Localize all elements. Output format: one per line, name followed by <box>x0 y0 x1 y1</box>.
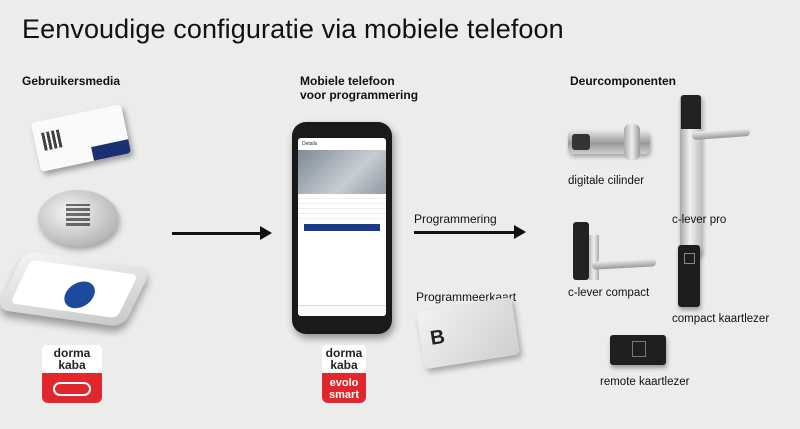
page-title: Eenvoudige configuratie via mobiele tele… <box>22 14 564 44</box>
brand-logo-text: dorma kaba <box>42 345 102 373</box>
c-lever-pro-image <box>680 95 702 255</box>
qr-code-icon <box>41 129 63 151</box>
screen-nav-bar <box>298 305 386 316</box>
caption-remote-reader: remote kaartlezer <box>600 376 690 388</box>
caption-lever-pro: c-lever pro <box>672 214 727 226</box>
heading-phone-line2: voor programmering <box>300 88 419 102</box>
screen-save-button <box>304 224 380 231</box>
app-brand-text: dorma kaba <box>322 345 366 373</box>
programming-card-image: B <box>416 296 520 370</box>
caption-compact-reader: compact kaartlezer <box>672 313 770 325</box>
screen-row <box>298 209 386 214</box>
screen-row <box>298 204 386 209</box>
c-lever-compact-plate <box>589 235 599 280</box>
arrow-programming <box>414 225 526 239</box>
arrow-media-to-phone <box>172 226 272 240</box>
bluetooth-key-icon <box>59 279 100 311</box>
programming-phone-image: Details <box>292 122 392 334</box>
card-stripe <box>91 139 132 161</box>
access-card-image <box>30 103 132 173</box>
fob-qr-icon <box>66 204 90 226</box>
digital-cylinder-image <box>568 124 650 160</box>
screen-row <box>298 199 386 204</box>
heading-phone-line1: Mobiele telefoon <box>300 74 395 88</box>
screen-header: Details <box>302 141 318 147</box>
caption-lever-compact: c-lever compact <box>568 287 650 299</box>
screen-row <box>298 214 386 219</box>
evolo-smart-logo: dorma kaba evolo smart <box>322 345 366 403</box>
screen-photo <box>298 150 386 194</box>
programming-label: Programmering <box>414 212 497 226</box>
app-logo-red: evolo smart <box>322 373 366 403</box>
key-fob-image <box>38 190 118 246</box>
remote-reader-image <box>610 335 666 365</box>
dormakaba-key-logo: dorma kaba <box>42 345 102 403</box>
smartphone-media-screen <box>9 259 139 319</box>
caption-cylinder: digitale cilinder <box>568 175 645 187</box>
card-b-glyph: B <box>428 325 447 350</box>
heading-user-media: Gebruikersmedia <box>22 74 121 88</box>
screen-row <box>298 194 386 199</box>
phone-screen: Details <box>298 138 386 316</box>
heading-door-components: Deurcomponenten <box>570 74 677 88</box>
key-logo-icon <box>42 373 102 403</box>
compact-reader-image <box>678 245 700 307</box>
smartphone-media-image <box>0 250 152 328</box>
c-lever-compact-image <box>573 222 589 280</box>
c-lever-compact-handle <box>591 258 657 270</box>
heading-mobile-phone: Mobiele telefoon voor programmering <box>300 74 418 102</box>
